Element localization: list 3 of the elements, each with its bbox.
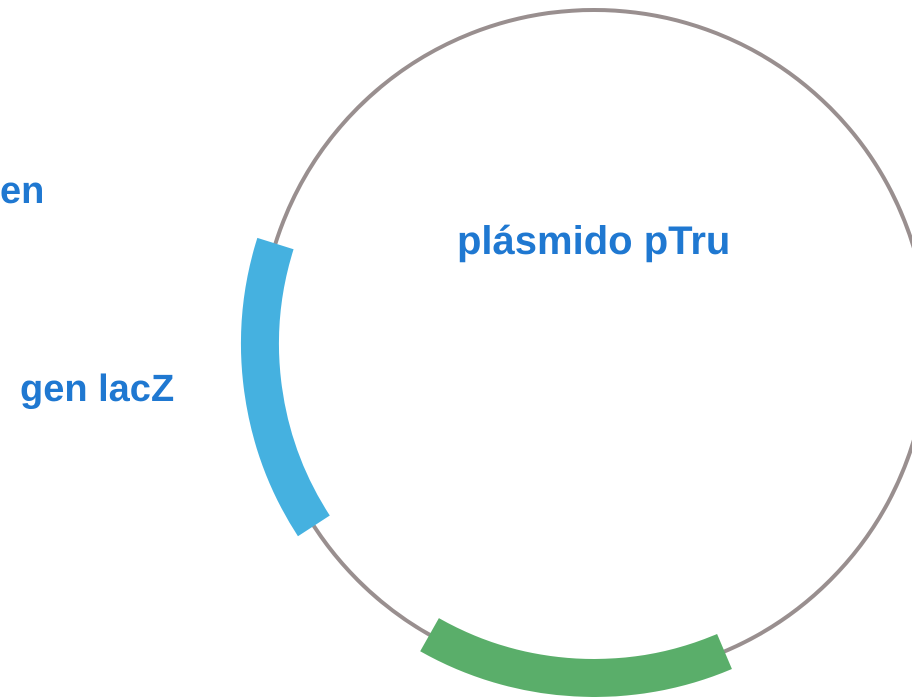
partial-label: en xyxy=(0,170,44,213)
gene-label: gen lacZ xyxy=(20,368,174,411)
plasmid-name: plásmido pTru xyxy=(457,219,730,264)
